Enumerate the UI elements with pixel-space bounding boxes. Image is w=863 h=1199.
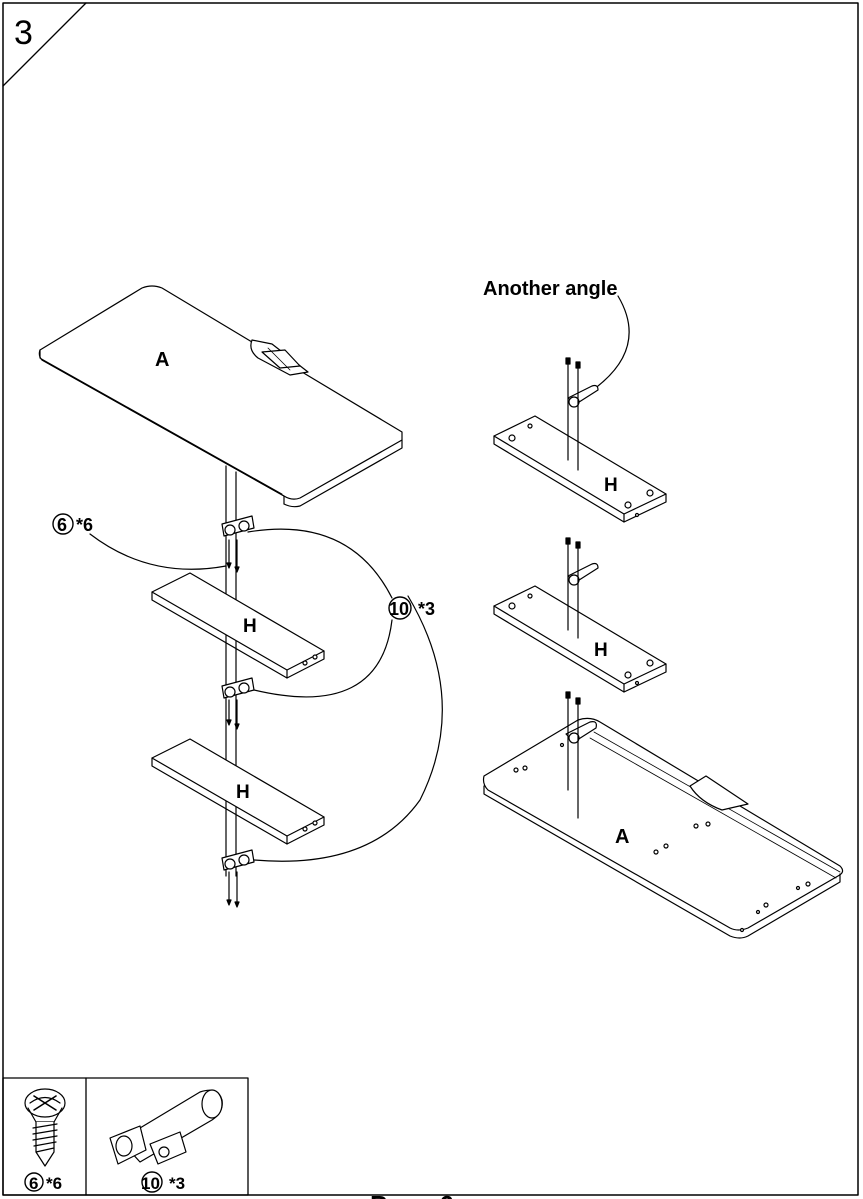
panel-h-lower: H bbox=[151, 738, 325, 845]
panel-h-middle: H bbox=[151, 572, 325, 679]
hinge-middle bbox=[221, 677, 255, 730]
panel-a-right-label: A bbox=[615, 826, 629, 848]
legend-part-6-qty: *6 bbox=[46, 1174, 62, 1193]
step-number: 3 bbox=[14, 14, 33, 52]
callout-another-angle: Another angle bbox=[483, 278, 630, 393]
panel-h-right-middle: H bbox=[493, 585, 667, 693]
panel-a-top: A bbox=[38, 285, 403, 508]
panel-a-label: A bbox=[155, 349, 169, 371]
legend-part-10-qty: *3 bbox=[169, 1174, 185, 1193]
hinge-upper bbox=[221, 515, 255, 573]
hinge-right-top bbox=[565, 357, 599, 471]
callout-part-6: 6 *6 bbox=[52, 513, 227, 570]
hinge-lower bbox=[221, 849, 255, 908]
panel-h-right-middle-label: H bbox=[594, 640, 608, 661]
panel-h-label-middle: H bbox=[243, 616, 257, 637]
legend-part-6-number: 6 bbox=[29, 1174, 38, 1193]
callout-part-10-qty: *3 bbox=[418, 599, 435, 619]
callout-part-6-number: 6 bbox=[57, 515, 67, 535]
panel-h-right-top: H bbox=[493, 415, 667, 523]
legend-part-10-number: 10 bbox=[141, 1174, 160, 1193]
panel-a-right: A bbox=[482, 717, 844, 939]
page-footer: Page 6 bbox=[370, 1190, 454, 1199]
step-corner: 3 bbox=[2, 2, 87, 87]
panel-h-right-top-label: H bbox=[604, 475, 618, 496]
callout-part-6-qty: *6 bbox=[76, 515, 93, 535]
hinge-right-middle bbox=[565, 537, 599, 639]
screw-icon bbox=[24, 1088, 66, 1167]
callout-part-10-number: 10 bbox=[389, 599, 409, 619]
another-angle-label: Another angle bbox=[483, 278, 617, 300]
hinge-right-bottom bbox=[565, 691, 597, 819]
panel-h-label-lower: H bbox=[236, 782, 250, 803]
hinge-icon bbox=[109, 1089, 223, 1165]
parts-legend: 6 *6 10 *3 bbox=[2, 1077, 249, 1196]
callout-part-10: 10 *3 bbox=[247, 528, 443, 862]
